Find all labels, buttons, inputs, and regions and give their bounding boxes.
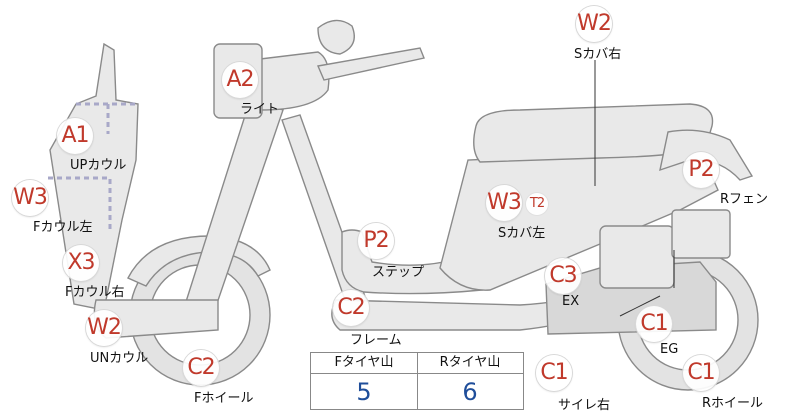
code-badge-x3-front-cowl-right: X3 (63, 245, 99, 281)
code-badge-c1-silencer-right: C1 (536, 355, 572, 391)
code-badge-p2-rear-fender: P2 (683, 152, 719, 188)
label-exhaust: EX (562, 294, 580, 309)
code-badge-t2-side-cover-left: T2 (526, 193, 548, 215)
label-silencer-right: サイレ右 (558, 398, 611, 413)
label-side-cover-right: Sカバ右 (574, 47, 622, 62)
rear-tire-header: Rタイヤ山 (417, 353, 523, 374)
label-rear-wheel: Rホイール (702, 396, 764, 411)
front-tire-value: 5 (356, 378, 372, 406)
label-step: ステップ (372, 265, 425, 280)
code-badge-a2-light: A2 (222, 62, 258, 98)
code-badge-w3-front-cowl-left: W3 (12, 180, 48, 216)
code-badge-c1-engine: C1 (636, 306, 672, 342)
code-badge-w2-under-cowl: W2 (86, 310, 122, 346)
code-badge-c2-front-wheel: C2 (183, 350, 219, 386)
front-tire-column: Fタイヤ山 5 (311, 353, 418, 409)
tire-tread-table: Fタイヤ山 5 Rタイヤ山 6 (310, 352, 524, 410)
code-badge-w2-side-cover-right: W2 (576, 6, 612, 42)
label-under-cowl: UNカウル (90, 351, 149, 366)
front-tire-header: Fタイヤ山 (311, 353, 417, 374)
code-badge-c3-exhaust: C3 (545, 258, 581, 294)
code-badge-w3-side-cover-left: W3 (486, 185, 522, 221)
code-badge-a1-up-cowl: A1 (57, 118, 93, 154)
rear-tire-column: Rタイヤ山 6 (417, 353, 523, 409)
code-badge-c2-frame: C2 (333, 290, 369, 326)
label-front-cowl-left: Fカウル左 (33, 220, 93, 235)
label-front-wheel: Fホイール (194, 391, 254, 406)
label-engine: EG (660, 342, 679, 357)
label-light: ライト (240, 102, 280, 117)
handle-grip (317, 47, 425, 81)
air-box (671, 209, 731, 259)
engine-cover (599, 225, 675, 289)
code-badge-p2-step: P2 (358, 223, 394, 259)
label-rear-fender: Rフェン (720, 192, 769, 207)
rear-tire-value: 6 (462, 378, 478, 406)
label-side-cover-left: Sカバ左 (498, 226, 546, 241)
label-up-cowl: UPカウル (70, 158, 127, 173)
code-badge-c1-rear-wheel: C1 (683, 355, 719, 391)
label-front-cowl-right: Fカウル右 (65, 285, 125, 300)
mirror (317, 19, 355, 55)
label-frame: フレーム (350, 333, 402, 348)
